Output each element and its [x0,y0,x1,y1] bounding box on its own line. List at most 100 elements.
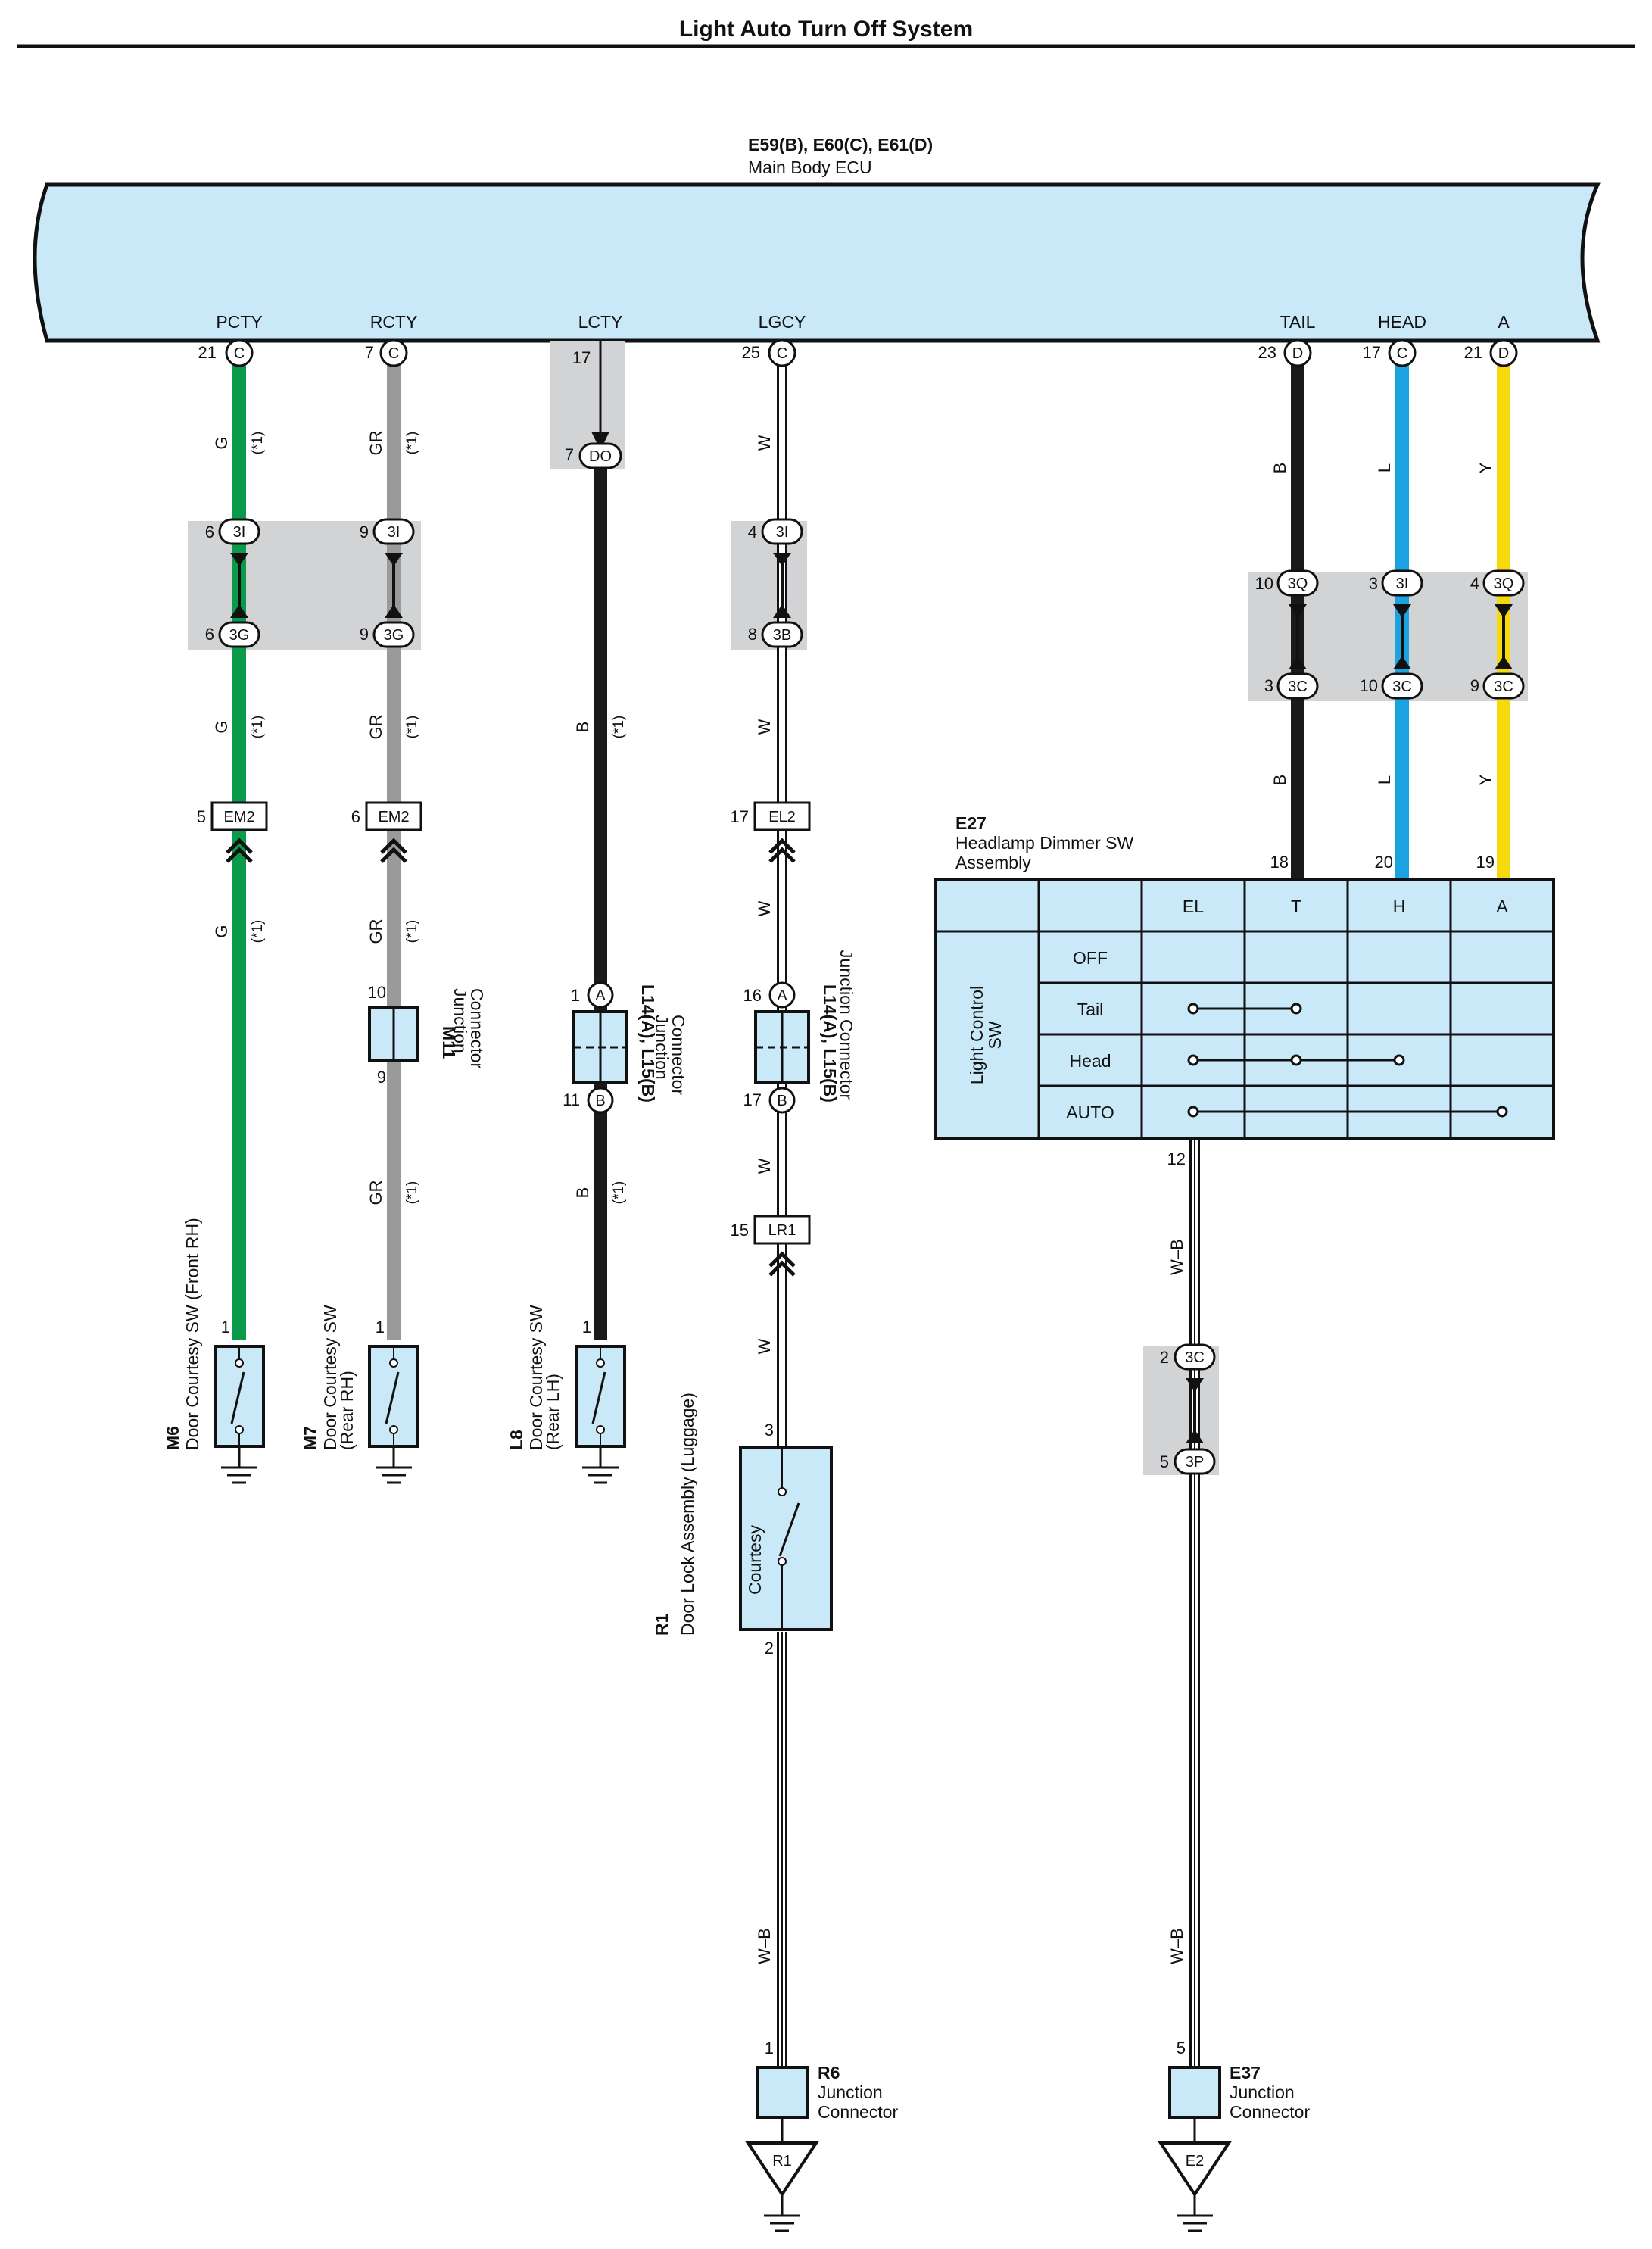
svg-text:E27: E27 [955,813,987,833]
ground-point-r1: R1 [745,2141,819,2232]
svg-text:(Rear RH): (Rear RH) [337,1371,357,1450]
ecu-pin-a: 21 D [1464,338,1518,367]
note-star-6: (*1) [404,920,420,944]
svg-text:10: 10 [368,983,386,1002]
wire-label-b-1: B [573,722,592,733]
svg-text:5: 5 [197,807,206,826]
svg-text:3Q: 3Q [1288,576,1308,592]
connector-em2-rcty: 6 EM2 [351,801,422,862]
note-star-2: (*1) [250,716,266,739]
svg-text:9: 9 [377,1068,386,1087]
e27-row-tail: Tail [1077,1000,1104,1019]
svg-text:1: 1 [765,2038,774,2057]
wire-label-w-4: W [755,1158,774,1174]
e27-col-t: T [1291,897,1301,916]
ecu-terminal-pcty: PCTY [216,312,262,332]
svg-text:B: B [595,1093,605,1109]
svg-text:E2: E2 [1186,2153,1204,2169]
e27-group-label: Light Control [967,986,987,1084]
svg-text:3P: 3P [1186,1454,1204,1471]
svg-text:9: 9 [360,625,369,644]
connector-lr1-lgcy: 15 LR1 [731,1215,811,1275]
wire-label-gr-3: GR [366,919,385,944]
svg-text:16: 16 [743,986,762,1005]
ecu-terminal-tail: TAIL [1280,312,1316,332]
svg-text:5: 5 [1177,2038,1186,2057]
svg-text:9: 9 [1470,676,1479,695]
svg-text:3C: 3C [1185,1349,1205,1366]
svg-text:2: 2 [765,1639,774,1658]
svg-text:10: 10 [1360,676,1378,695]
svg-text:3I: 3I [233,524,246,541]
svg-text:17: 17 [572,348,591,367]
wire-label-b-3: B [1270,463,1289,474]
svg-text:B: B [777,1093,787,1109]
wire-label-g-2: G [212,720,231,733]
svg-text:3: 3 [1369,574,1378,593]
connector-em2-pcty: 5 EM2 [197,801,268,862]
svg-text:18: 18 [1270,853,1289,872]
svg-text:E37: E37 [1230,2063,1261,2082]
svg-text:3G: 3G [384,627,404,644]
svg-text:19: 19 [1476,853,1495,872]
svg-text:3I: 3I [1396,576,1409,592]
svg-text:25: 25 [742,343,760,362]
svg-text:4: 4 [1470,574,1479,593]
svg-text:Door Courtesy SW: Door Courtesy SW [320,1305,340,1450]
svg-text:23: 23 [1258,343,1276,362]
svg-text:6: 6 [351,807,360,826]
wire-label-w-2: W [755,719,774,735]
svg-text:EM2: EM2 [223,809,254,825]
ecu-pin-rcty: 7 C [365,338,408,367]
svg-text:Junction: Junction [818,2082,883,2102]
svg-text:Door Courtesy SW: Door Courtesy SW [526,1305,546,1450]
svg-text:C: C [388,345,399,362]
svg-text:3B: 3B [773,627,791,644]
wire-label-w-1: W [755,435,774,451]
ecu-terminal-lgcy: LGCY [759,312,806,332]
svg-text:D: D [1292,345,1303,362]
svg-text:EM2: EM2 [378,809,409,825]
junction-connector-e27-ground: 2 3C 5 3P [1160,1343,1216,1475]
ecu-pin-lgcy: 25 C [742,338,796,367]
svg-text:Junction Connector: Junction Connector [837,950,856,1100]
svg-text:Junction: Junction [450,988,470,1053]
svg-text:DO: DO [589,448,612,465]
svg-text:1: 1 [582,1318,591,1337]
wire-label-b-4: B [1270,775,1289,786]
ecu-terminal-a: A [1498,312,1510,332]
e27-col-a: A [1496,897,1508,916]
svg-text:3G: 3G [229,627,250,644]
svg-text:3: 3 [765,1421,774,1440]
wire-label-l-1: L [1375,463,1394,473]
e27-row-auto: AUTO [1066,1103,1114,1122]
wire-label-gr-1: GR [366,431,385,456]
junction-connector-a: 4 3Q 9 3C [1470,569,1525,700]
svg-text:3C: 3C [1288,678,1308,695]
page-title: Light Auto Turn Off System [679,17,973,42]
svg-text:Headlamp Dimmer SW: Headlamp Dimmer SW [955,833,1133,853]
svg-text:6: 6 [205,522,214,541]
ground-point-e2: E2 [1158,2141,1232,2232]
svg-text:(Rear LH): (Rear LH) [543,1374,563,1450]
connector-el2-lgcy: 17 EL2 [731,801,811,862]
svg-text:Junction: Junction [652,1015,672,1080]
e27-group-label-2: SW [985,1021,1005,1049]
svg-text:Assembly: Assembly [955,853,1031,872]
e27-row-off: OFF [1073,948,1108,968]
note-star-4: (*1) [404,432,420,455]
switch-l8: 1 L8 Door Courtesy SW (Rear LH) [507,1305,626,1484]
svg-text:15: 15 [731,1221,749,1240]
svg-text:A: A [595,987,606,1004]
e27-out-pin: 12 [1167,1149,1186,1168]
svg-text:1: 1 [221,1318,230,1337]
note-star-3: (*1) [250,920,266,944]
e27-col-el: EL [1183,897,1204,916]
e27-row-head: Head [1070,1051,1111,1071]
wire-labels: G (*1) G (*1) G (*1) GR (*1) GR (*1) GR … [212,431,1495,1964]
svg-text:D: D [1498,345,1509,362]
wire-label-gr-4: GR [366,1181,385,1206]
wire-label-g-3: G [212,925,231,937]
svg-text:7: 7 [565,445,574,464]
svg-text:3I: 3I [776,524,789,541]
